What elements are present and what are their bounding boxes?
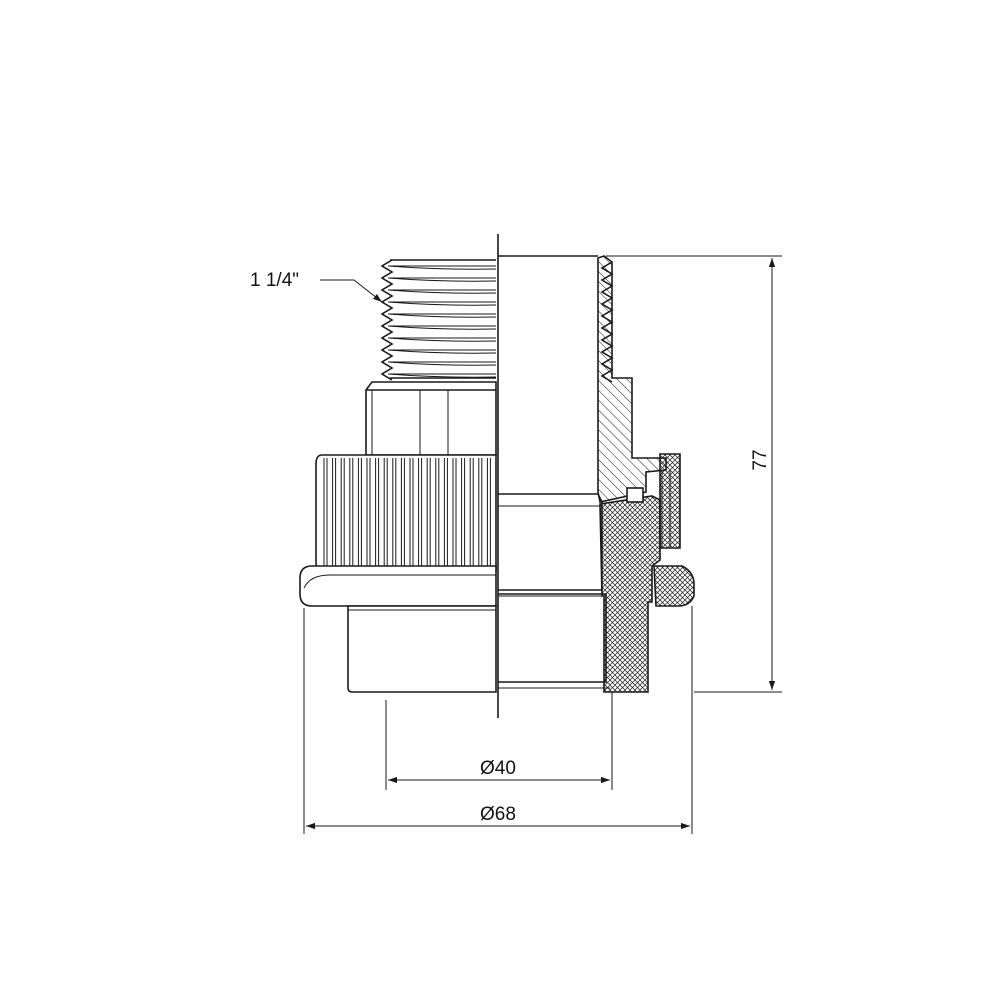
- thread-root-line: [387, 373, 497, 378]
- height-label: 77: [750, 449, 771, 470]
- plastic-body-section: [599, 495, 661, 693]
- section-thread-teeth: [600, 261, 614, 383]
- thread-root-line: [387, 265, 497, 270]
- o-ring-seal: [626, 487, 644, 503]
- dimension-lines: [303, 255, 782, 834]
- exterior-view: [299, 259, 497, 693]
- flange-collar: [299, 565, 497, 607]
- outer-diameter-label: Ø68: [480, 804, 516, 825]
- socket-body: [347, 605, 497, 693]
- section-thread-profile: [600, 261, 614, 383]
- knurled-union-nut: [315, 454, 497, 571]
- thread-root-line: [387, 361, 497, 366]
- thread-root-line: [387, 313, 497, 318]
- thread-size-label: 1 1/4": [250, 270, 299, 291]
- inner-diameter-label: Ø40: [480, 758, 516, 779]
- thread-root-line: [387, 301, 497, 306]
- thread-leader-line: [320, 279, 383, 303]
- thread-root-line: [387, 289, 497, 294]
- flange-ring-section: [653, 565, 695, 607]
- thread-root-line: [387, 277, 497, 282]
- thread-root-line: [387, 337, 497, 342]
- section-view: [498, 255, 695, 693]
- thread-root-line: [387, 349, 497, 354]
- external-thread: [380, 259, 497, 381]
- hex-neck: [365, 381, 497, 456]
- thread-root-line: [387, 325, 497, 330]
